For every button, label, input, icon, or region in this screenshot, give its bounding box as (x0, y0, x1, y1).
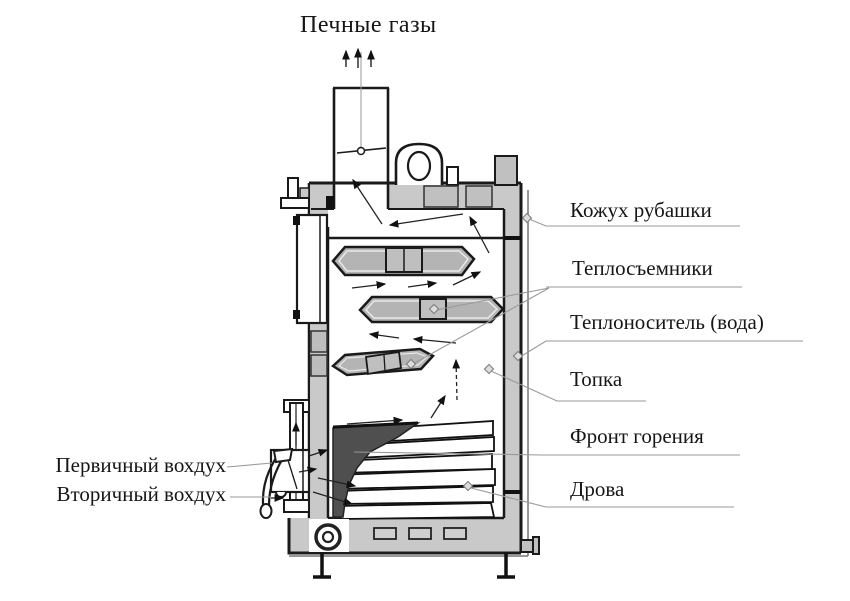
label-heat-carrier-water: Теплоноситель (вода) (570, 310, 764, 334)
gas-flow-arrows (346, 178, 490, 425)
label-firewood: Дрова (570, 477, 625, 501)
outer-casing-line (289, 190, 529, 557)
combustion-front (332, 421, 421, 518)
label-primary-air: Первичный вохдух (55, 453, 226, 477)
small-pipe-stub (446, 166, 459, 186)
lifting-lug (394, 142, 444, 185)
label-flue-gases: Печные газы (300, 12, 437, 38)
air-lever-handle (259, 447, 294, 519)
chimney-damper (336, 146, 387, 156)
flue-gas-arrows (342, 47, 375, 68)
heat-plate-3 (330, 347, 436, 377)
wood-stack (334, 420, 496, 520)
supply-pipe-block (494, 155, 518, 186)
top-left-bracket (280, 177, 310, 209)
upper-door (293, 213, 329, 325)
heat-plate-1 (331, 245, 476, 277)
label-leader-lines (226, 218, 803, 508)
left-wall-hinge-blocks (310, 330, 328, 377)
label-combustion-front: Фронт горения (570, 424, 704, 448)
air-door-assembly (259, 399, 311, 519)
label-firebox: Топка (570, 367, 623, 391)
air-flow-arrows (271, 421, 357, 506)
legs (313, 553, 515, 579)
label-secondary-air: Вторичный вохдух (56, 482, 226, 506)
base-details (309, 519, 540, 579)
chimney (332, 52, 390, 209)
leader-endpoint-markers (405, 212, 533, 492)
top-band-blocks (423, 185, 493, 208)
label-heat-absorbers: Теплосъемники (572, 256, 713, 280)
label-jacket-casing: Кожух рубашки (570, 198, 712, 222)
return-pipe (520, 536, 540, 555)
grate-slots (373, 527, 467, 540)
